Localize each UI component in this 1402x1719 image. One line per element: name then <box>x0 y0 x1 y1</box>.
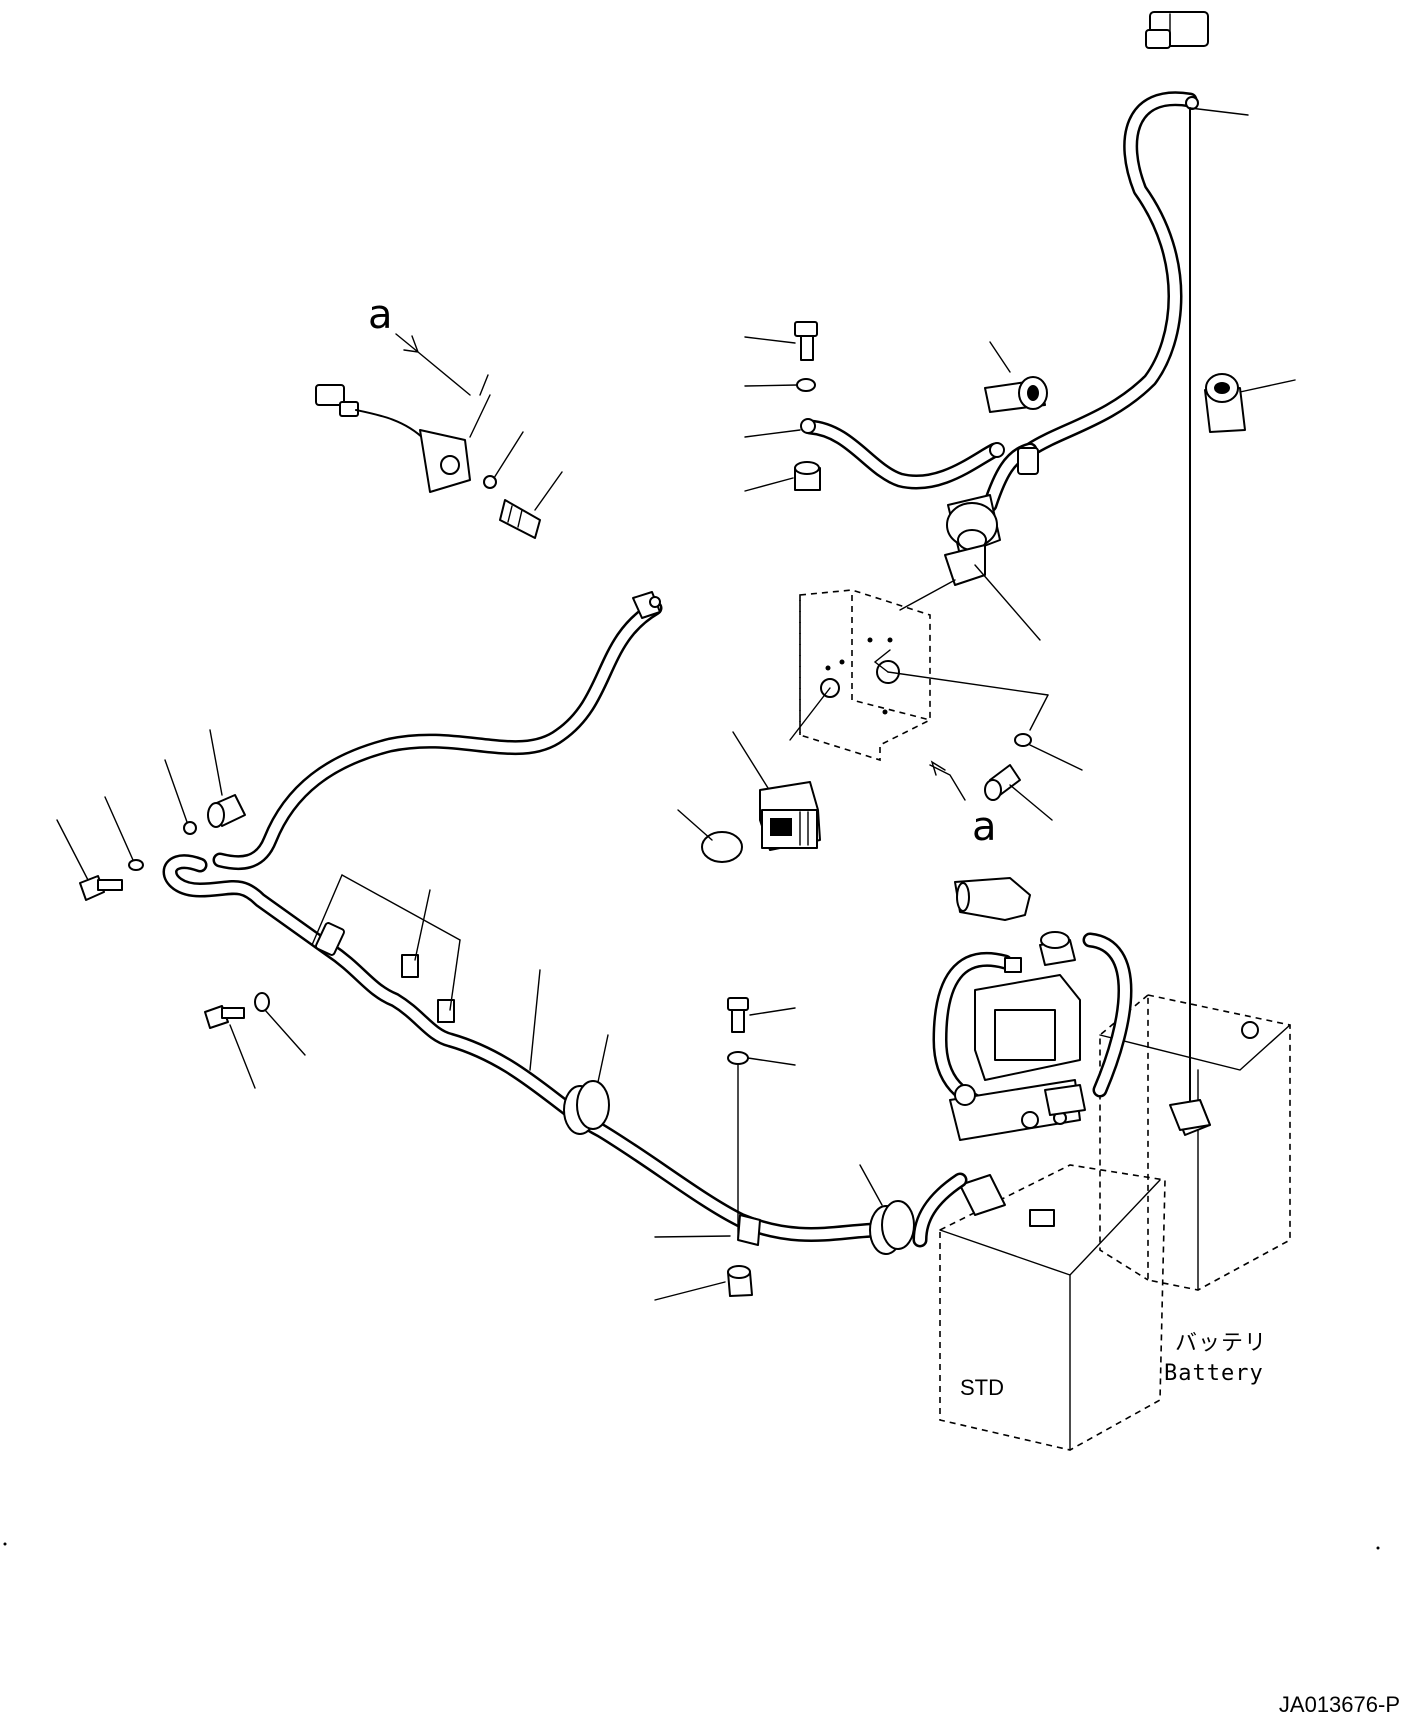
cable-clip-top <box>1017 447 1039 475</box>
battery-label-english: Battery <box>1164 1361 1264 1386</box>
callout-letter-a-bottom: a <box>972 804 997 850</box>
battery-relay <box>944 494 1001 586</box>
top-connector <box>1145 11 1209 49</box>
leader-lines-clips <box>311 874 541 1071</box>
alternator-starter <box>949 931 1211 1141</box>
grommet-2 <box>869 1200 915 1255</box>
leader-grommet-2 <box>859 1164 883 1206</box>
svg-text:STD: STD <box>960 1375 1004 1400</box>
leader-grommet-1 <box>597 1034 609 1083</box>
battery-label-japanese: バッテリ <box>1175 1331 1267 1356</box>
leader-lines-upper-center <box>744 336 801 492</box>
leader-lines-upper-left <box>469 374 563 511</box>
leader-lines-center-bolt <box>654 1007 796 1301</box>
connector-plate <box>315 384 541 539</box>
drawing-code: JA013676-P <box>1279 1692 1400 1717</box>
leader-cover <box>677 809 713 841</box>
arrow-a-bottom <box>929 760 966 801</box>
leader-module <box>732 731 769 789</box>
callout-letter-a-top: a <box>368 292 393 338</box>
bracket-bolt <box>984 733 1032 801</box>
center-bolt-column <box>727 997 753 1297</box>
leader-relay-2 <box>899 579 956 611</box>
harness-clips <box>315 922 761 1246</box>
leader-bracket-bolt-1 <box>1029 744 1083 771</box>
dot-left <box>3 1542 7 1546</box>
arrow-a-top <box>395 333 471 396</box>
mounting-bracket <box>799 589 931 762</box>
dot-right <box>1376 1546 1380 1550</box>
vertical-cable <box>1022 91 1199 458</box>
upper-center-hardware <box>794 321 1005 491</box>
terminal-cap-1 <box>984 376 1048 413</box>
left-hardware <box>79 794 270 1029</box>
relay-module <box>759 781 821 851</box>
leader-relay <box>974 564 1041 641</box>
battery-front: STD <box>939 1164 1166 1451</box>
leader-bracket-bolt-2 <box>1009 784 1053 821</box>
battery-rear <box>1099 994 1291 1291</box>
leader-lines-left <box>56 729 306 1089</box>
cable-end-top <box>632 591 661 619</box>
rubber-boot <box>954 877 1031 921</box>
main-cable <box>212 600 663 871</box>
terminal-cap-2 <box>1204 373 1246 433</box>
leader-lines-caps <box>989 107 1296 393</box>
grommet-1 <box>563 1080 610 1135</box>
leader-lines-bracket <box>789 671 1049 741</box>
